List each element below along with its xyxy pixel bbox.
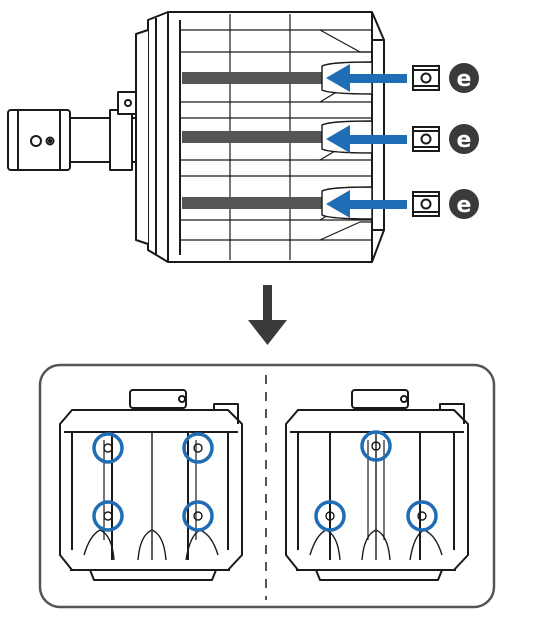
arrow-left-icon: [326, 125, 407, 153]
part-badge: e: [449, 189, 479, 219]
front-view-right: [285, 389, 469, 581]
insert-part: [412, 65, 440, 91]
motor-side-view: [7, 11, 385, 263]
arrow-left-icon: [326, 64, 407, 92]
screw-highlights-right: [314, 430, 438, 532]
part-badge: e: [449, 124, 479, 154]
circle-highlight-icon: [314, 500, 346, 532]
arrow-down-icon: [248, 285, 287, 345]
circle-highlight-icon: [92, 432, 124, 464]
insert-part: [412, 126, 440, 152]
circle-highlight-icon: [182, 500, 214, 532]
insert-part: [412, 191, 440, 217]
arrow-left-icon: [326, 190, 407, 218]
housing-grooves: [182, 72, 322, 209]
shaft-adapter: [7, 91, 155, 171]
groove-2: [182, 131, 322, 143]
part-badge-label: e: [457, 67, 472, 92]
circle-highlight-icon: [360, 430, 392, 462]
groove-3: [182, 197, 322, 209]
screw-highlights-left: [92, 432, 214, 532]
groove-1: [182, 72, 322, 84]
part-badge-label: e: [457, 193, 472, 218]
circle-highlight-icon: [406, 500, 438, 532]
circle-highlight-icon: [92, 500, 124, 532]
circle-highlight-icon: [182, 432, 214, 464]
part-badge: e: [449, 63, 479, 93]
part-badge-label: e: [457, 128, 472, 153]
part-badges: e e e: [449, 63, 479, 219]
front-view-left: [59, 389, 243, 581]
insert-arrows: [326, 64, 407, 218]
inserts: [412, 65, 440, 217]
